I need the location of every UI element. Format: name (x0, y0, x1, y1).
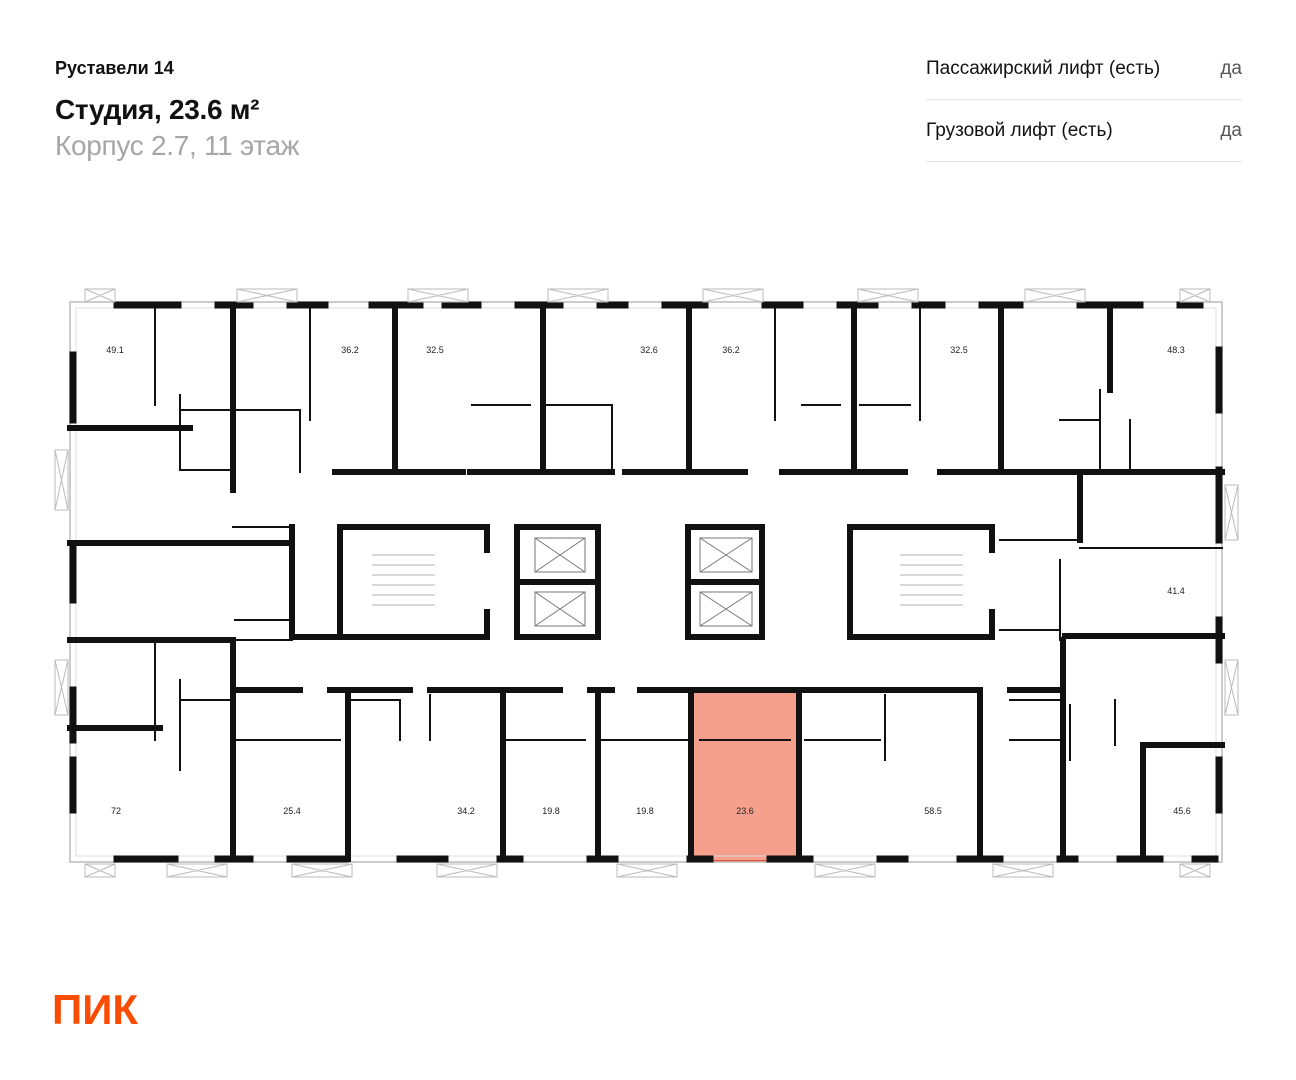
room-area-selected: 23.6 (736, 806, 754, 816)
feature-label: Пассажирский лифт (есть) (926, 57, 1161, 79)
outer-frame (69, 301, 1223, 863)
room-area: 36.2 (341, 345, 359, 355)
feature-label: Грузовой лифт (есть) (926, 119, 1113, 141)
room-area: 49.1 (106, 345, 124, 355)
room-area: 48.3 (1167, 345, 1185, 355)
walls (67, 301, 1225, 863)
feature-value: да (1220, 119, 1242, 141)
room-area: 32.5 (950, 345, 968, 355)
room-labels: 49.1 36.2 32.5 32.6 36.2 32.5 48.3 41.4 … (106, 345, 1191, 816)
room-area: 45.6 (1173, 806, 1191, 816)
room-area: 19.8 (542, 806, 560, 816)
page-title: Студия, 23.6 м² (55, 94, 260, 125)
room-area: 58.5 (924, 806, 942, 816)
feature-value: да (1220, 57, 1242, 79)
room-area: 25.4 (283, 806, 301, 816)
room-area: 19.8 (636, 806, 654, 816)
room-area: 72 (111, 806, 121, 816)
pik-logo: ПИК (52, 990, 138, 1030)
windows (54, 288, 1239, 878)
room-area: 32.5 (426, 345, 444, 355)
room-area: 41.4 (1167, 586, 1185, 596)
svg-text:ПИК: ПИК (52, 990, 138, 1030)
stairs (372, 554, 963, 606)
feature-freight-lift: Грузовой лифт (есть) да (926, 100, 1242, 162)
room-area: 36.2 (722, 345, 740, 355)
room-area: 32.6 (640, 345, 658, 355)
feature-passenger-lift: Пассажирский лифт (есть) да (926, 38, 1242, 100)
selected-apartment[interactable] (690, 688, 800, 862)
project-name: Руставели 14 (55, 58, 174, 78)
room-area: 34.2 (457, 806, 475, 816)
elevators (534, 537, 753, 627)
features-list: Пассажирский лифт (есть) да Грузовой лиф… (926, 38, 1242, 162)
building-floor: Корпус 2.7, 11 этаж (55, 130, 300, 161)
outer-frame-inner (75, 307, 1217, 857)
